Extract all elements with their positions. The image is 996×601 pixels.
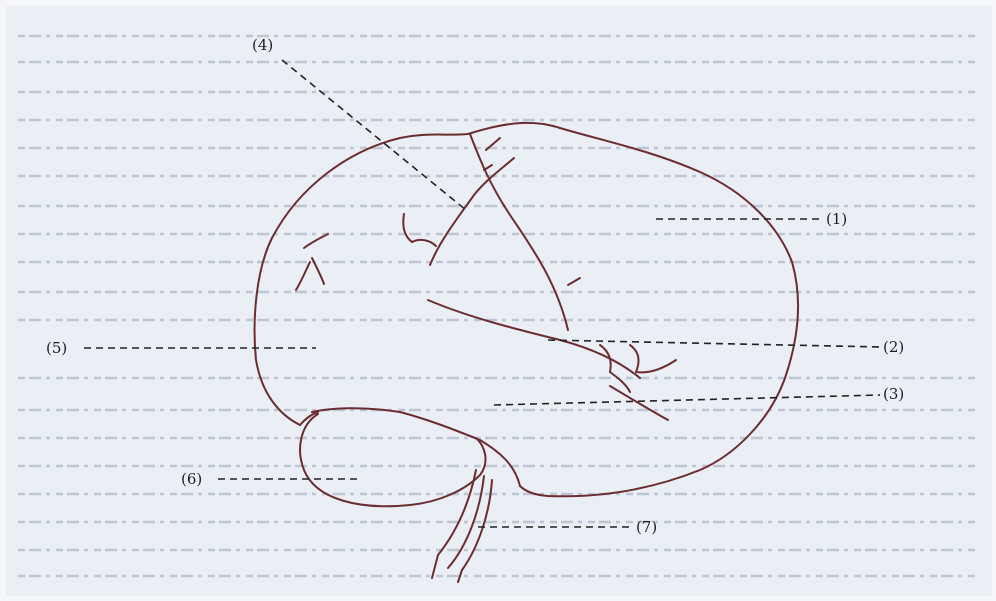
label-2: (2) <box>883 338 904 356</box>
paper-background <box>6 6 992 596</box>
label-6: (6) <box>181 470 202 488</box>
label-1: (1) <box>826 210 847 228</box>
label-5: (5) <box>46 339 67 357</box>
label-4: (4) <box>252 36 273 54</box>
label-3: (3) <box>883 385 904 403</box>
label-7: (7) <box>636 518 657 536</box>
